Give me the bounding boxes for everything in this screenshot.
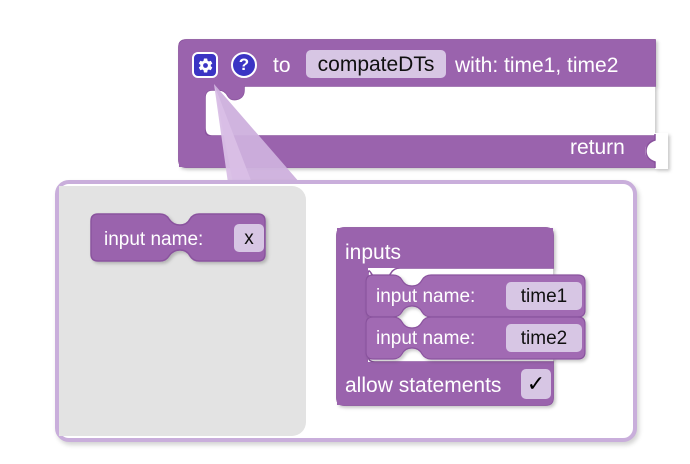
mutator-input-1-field[interactable]: time1 bbox=[506, 282, 582, 310]
mutator-input-2-field[interactable]: time2 bbox=[506, 324, 582, 352]
question-mark-icon[interactable]: ? bbox=[231, 52, 257, 78]
return-label: return bbox=[570, 136, 625, 159]
gear-glyph bbox=[198, 58, 212, 72]
mutator-flyout[interactable] bbox=[59, 186, 306, 436]
parameters-label: with: time1, time2 bbox=[455, 54, 619, 77]
inputs-container-label: inputs bbox=[345, 241, 402, 264]
flyout-input-name-field[interactable]: x bbox=[234, 224, 264, 252]
flyout-input-name-label: input name: bbox=[104, 229, 204, 250]
mutator-input-2-label: input name: bbox=[376, 328, 476, 349]
procedure-name-field[interactable]: compateDTs bbox=[306, 50, 446, 78]
allow-statements-checkbox[interactable]: ✓ bbox=[521, 369, 551, 399]
mutator-input-1-label: input name: bbox=[376, 286, 476, 307]
mutator-bubble-tail bbox=[214, 84, 300, 183]
gear-icon[interactable] bbox=[192, 52, 218, 78]
allow-statements-label: allow statements bbox=[345, 374, 502, 397]
to-label: to bbox=[273, 54, 291, 77]
